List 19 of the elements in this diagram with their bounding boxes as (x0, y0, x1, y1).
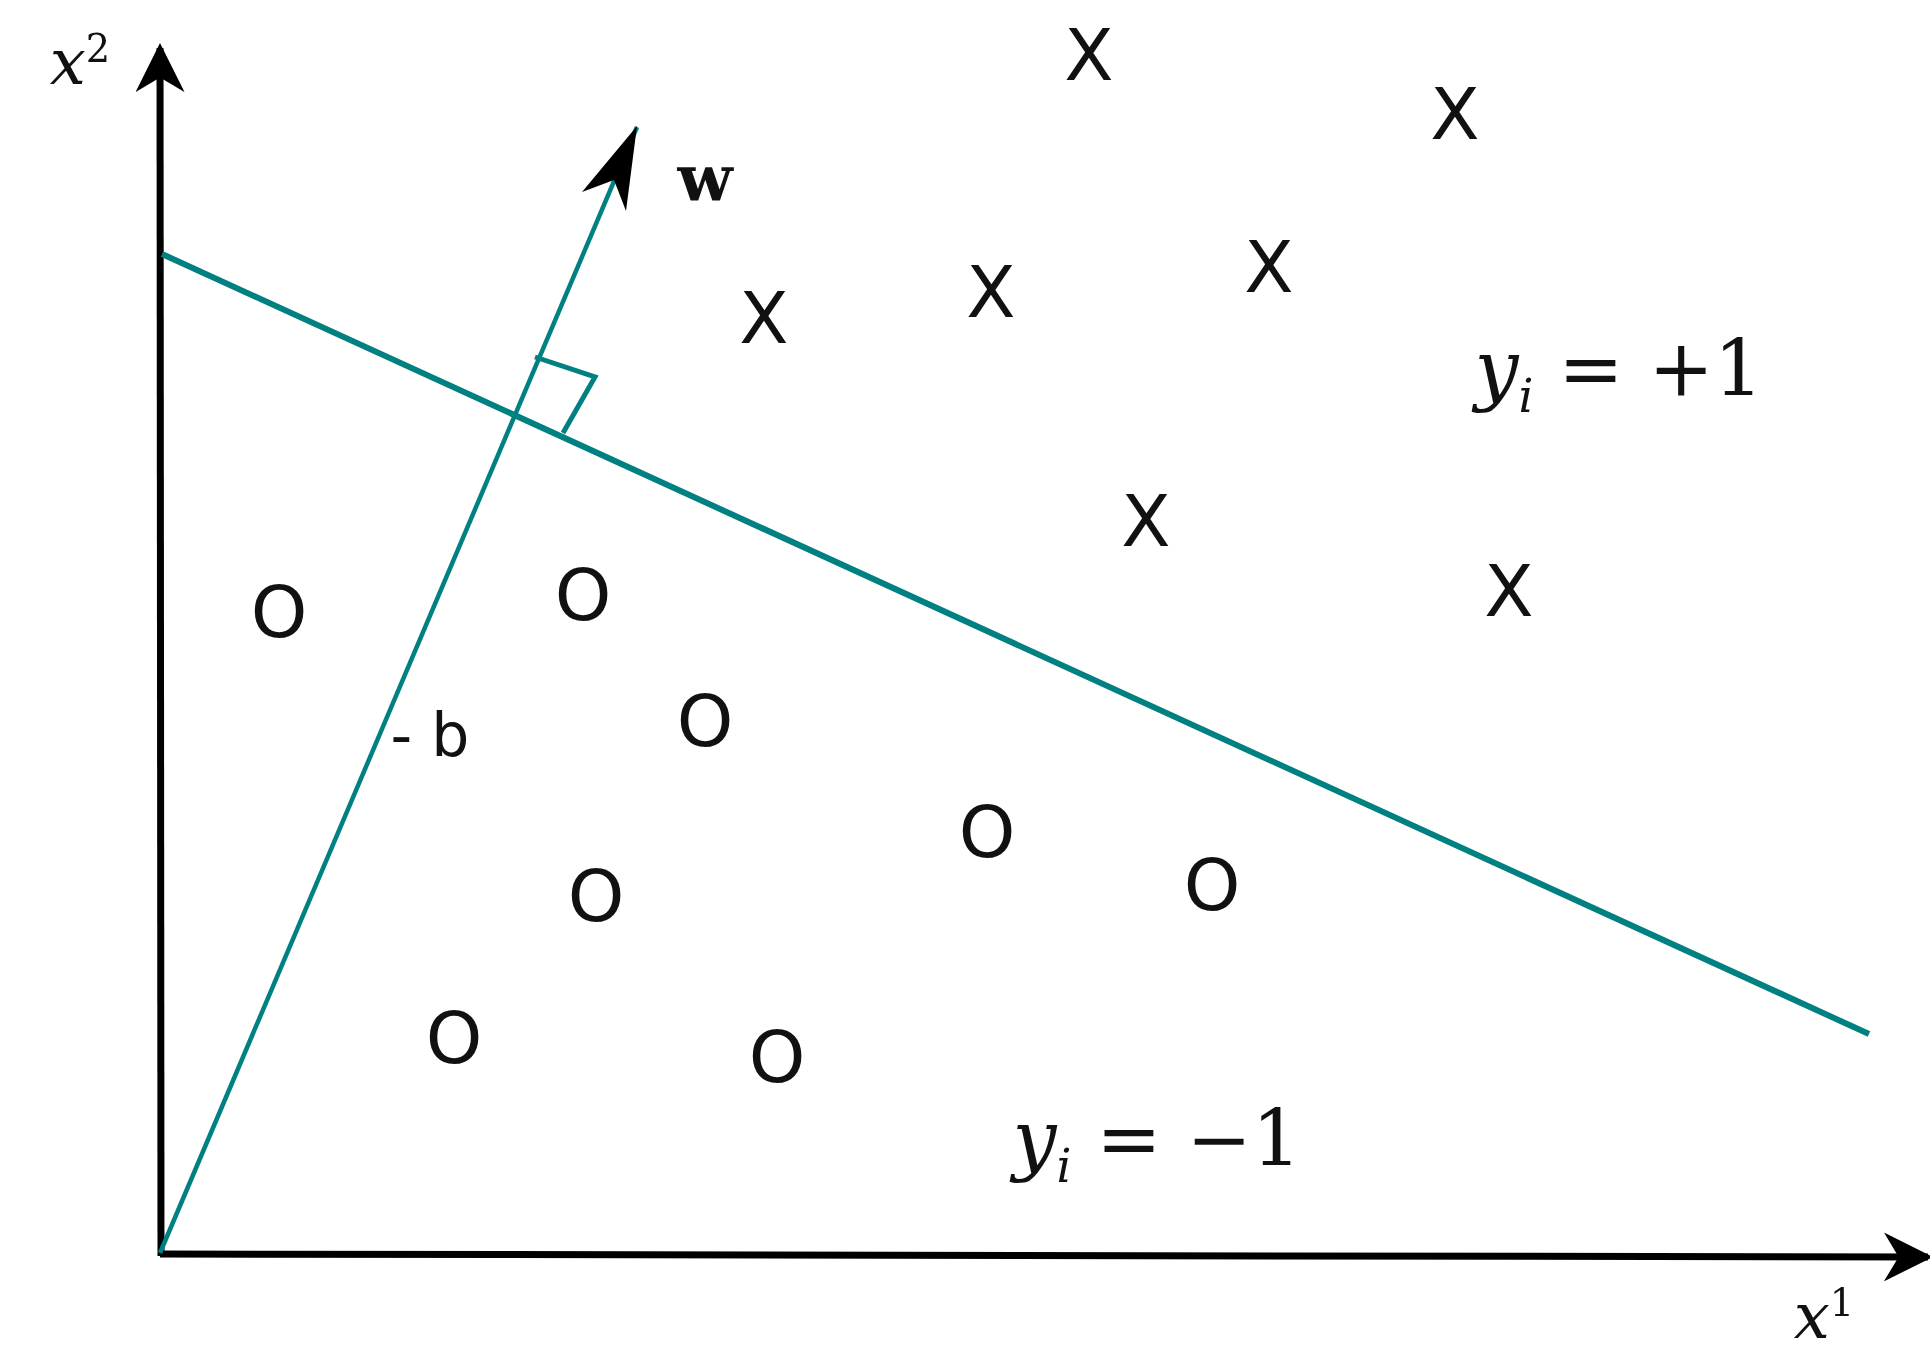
x-marker: X (1244, 231, 1294, 303)
o-marker: O (250, 576, 308, 648)
o-marker: O (1183, 849, 1241, 921)
axis-label: x$^{1}$ (1793, 1283, 1855, 1349)
o-marker: O (554, 559, 612, 631)
o-marker: O (425, 1002, 483, 1074)
x-marker: X (1484, 555, 1534, 627)
axis-label: x$^{2}$ (49, 29, 111, 95)
vector-label: w (677, 146, 733, 210)
x-marker: X (966, 256, 1016, 328)
o-marker: O (748, 1021, 806, 1093)
x-marker: X (1430, 78, 1480, 150)
x-marker: X (1064, 19, 1114, 91)
o-marker: O (676, 685, 734, 757)
offset-label: - b (390, 705, 470, 765)
x-marker: X (739, 282, 789, 354)
o-marker: O (567, 860, 625, 932)
x-marker: X (1121, 485, 1171, 557)
o-marker: O (958, 796, 1016, 868)
